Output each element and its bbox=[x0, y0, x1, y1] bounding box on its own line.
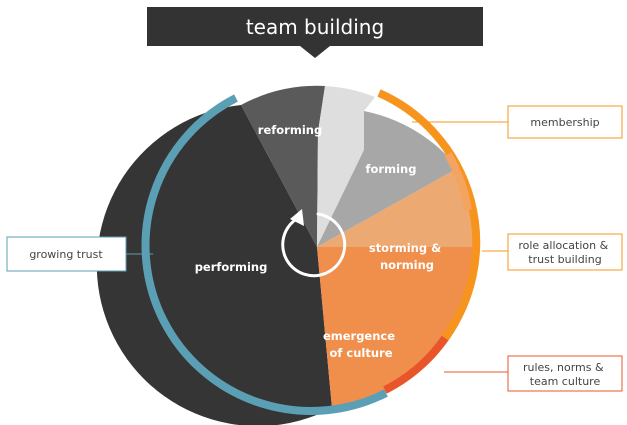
callout-role-allocation-text: role allocation & trust building bbox=[518, 239, 611, 266]
label-reforming: reforming bbox=[258, 123, 322, 137]
title-background bbox=[147, 7, 483, 46]
callout-role-allocation-box bbox=[507, 233, 623, 271]
segment-storming-and-norming bbox=[317, 168, 479, 247]
callout-connectors bbox=[126, 121, 508, 373]
segment-transition-light bbox=[317, 86, 375, 247]
callout-growing-trust: growing trust bbox=[6, 236, 127, 272]
page-title: team building bbox=[246, 15, 384, 39]
label-performing: performing bbox=[195, 260, 268, 274]
stage-segments bbox=[96, 85, 479, 425]
label-forming: forming bbox=[366, 162, 417, 176]
callout-membership-text: membership bbox=[530, 116, 599, 129]
label-emergence-of-culture: emergence of culture bbox=[323, 329, 399, 360]
callout-growing-trust-box bbox=[6, 236, 127, 272]
callout-team-culture-box bbox=[507, 355, 623, 392]
callout-boxes: membership role allocation & trust build… bbox=[6, 105, 623, 392]
segment-labels: reforming forming storming & norming eme… bbox=[195, 123, 445, 360]
callout-team-culture: rules, norms & team culture bbox=[507, 355, 623, 392]
callout-role-allocation: role allocation & trust building bbox=[507, 233, 623, 271]
label-storming-and-norming: storming & norming bbox=[369, 241, 445, 272]
ring-arc-membership bbox=[377, 89, 481, 341]
callout-membership-box bbox=[507, 105, 623, 139]
callout-membership: membership bbox=[507, 105, 623, 139]
ring-arc-growing-trust bbox=[141, 94, 388, 415]
callout-team-culture-text: rules, norms & team culture bbox=[523, 361, 607, 388]
outer-ring bbox=[141, 89, 481, 415]
segment-reforming bbox=[241, 85, 325, 247]
title-pointer bbox=[300, 46, 330, 58]
ring-arc-role-allocation bbox=[444, 151, 472, 211]
callout-growing-trust-text: growing trust bbox=[29, 248, 103, 261]
title-banner: team building bbox=[147, 7, 483, 58]
ring-arc-team-culture bbox=[383, 335, 449, 394]
segment-emergence-of-culture bbox=[317, 247, 479, 408]
clockwise-cycle-arrow-icon bbox=[281, 209, 347, 278]
